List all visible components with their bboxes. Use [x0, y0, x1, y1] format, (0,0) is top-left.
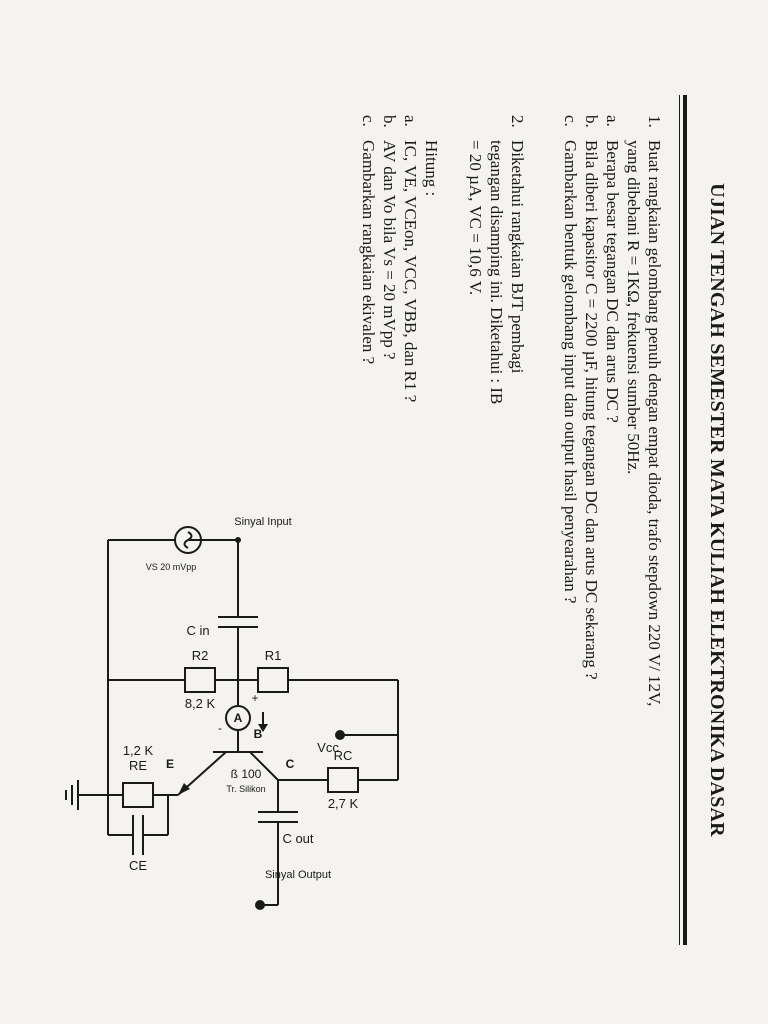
- label-ammeter: A: [234, 711, 243, 725]
- re-resistor: [122, 782, 154, 808]
- label-beta: ß 100: [231, 767, 262, 781]
- label-plus: +: [251, 691, 258, 705]
- label-vcc: Vcc: [317, 740, 339, 755]
- label-cout: C out: [282, 831, 313, 846]
- source-sine-icon: [183, 531, 193, 549]
- label-cin: C in: [186, 623, 209, 638]
- label-transistor: Tr. Silikon: [226, 784, 265, 794]
- label-re-value: 1,2 K: [123, 743, 154, 758]
- label-rc-value: 2,7 K: [328, 796, 359, 811]
- label-source: VS 20 mVpp: [146, 562, 197, 572]
- label-signal-output: Sinyal Output: [265, 869, 331, 881]
- label-signal-input: Sinyal Input: [234, 516, 291, 528]
- label-re: RE: [129, 758, 147, 773]
- label-r2: R2: [192, 648, 209, 663]
- r2-resistor: [184, 667, 216, 693]
- vcc-terminal: [335, 730, 345, 740]
- input-terminal: [235, 537, 241, 543]
- label-minus: -: [218, 721, 222, 735]
- label-ce: CE: [129, 858, 147, 873]
- emitter-arrow-icon: [178, 783, 190, 795]
- label-r2-value: 8,2 K: [185, 696, 216, 711]
- label-r1: R1: [265, 648, 282, 663]
- r1-resistor: [257, 667, 289, 693]
- transistor-collector-leg: [249, 751, 279, 781]
- label-base: B: [254, 727, 263, 741]
- label-emitter: E: [166, 757, 174, 771]
- base-current-arrowhead-icon: [258, 724, 268, 732]
- label-rc: RC: [334, 748, 353, 763]
- output-terminal: [255, 900, 265, 910]
- label-collector: C: [286, 757, 295, 771]
- rc-resistor: [327, 767, 359, 793]
